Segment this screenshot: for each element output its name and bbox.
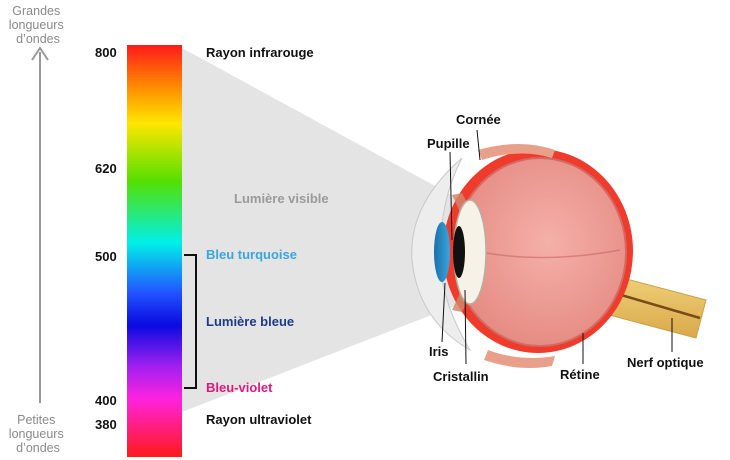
label-optic-nerve: Nerf optique (627, 355, 704, 370)
label-blue-violet: Bleu-violet (206, 380, 273, 395)
label-lens: Cristallin (433, 369, 489, 384)
label-visible-light: Lumière visible (234, 191, 329, 206)
label-iris: Iris (429, 344, 449, 359)
tick-620: 620 (95, 161, 117, 176)
tick-400: 400 (95, 393, 117, 408)
label-cornea: Cornée (456, 112, 501, 127)
axis-bottom-label: Petites longueurs d’ondes (9, 413, 67, 455)
iris (434, 222, 450, 282)
label-blue-turquoise: Bleu turquoise (206, 247, 297, 262)
blue-range-bracket (184, 254, 197, 389)
pupil (453, 226, 465, 278)
light-cone (182, 48, 470, 412)
spectrum-bar (127, 45, 182, 457)
tick-800: 800 (95, 45, 117, 60)
label-blue-light: Lumière bleue (206, 314, 294, 329)
tick-500: 500 (95, 249, 117, 264)
axis-top-label: Grandes longueurs d’ondes (9, 4, 67, 46)
label-retina: Rétine (560, 367, 600, 382)
label-infrared: Rayon infrarouge (206, 45, 314, 60)
eye-illustration (411, 144, 707, 368)
axis-arrow-head-icon (31, 46, 49, 61)
label-pupil: Pupille (427, 136, 470, 151)
tick-380: 380 (95, 417, 117, 432)
label-ultraviolet: Rayon ultraviolet (206, 412, 312, 427)
